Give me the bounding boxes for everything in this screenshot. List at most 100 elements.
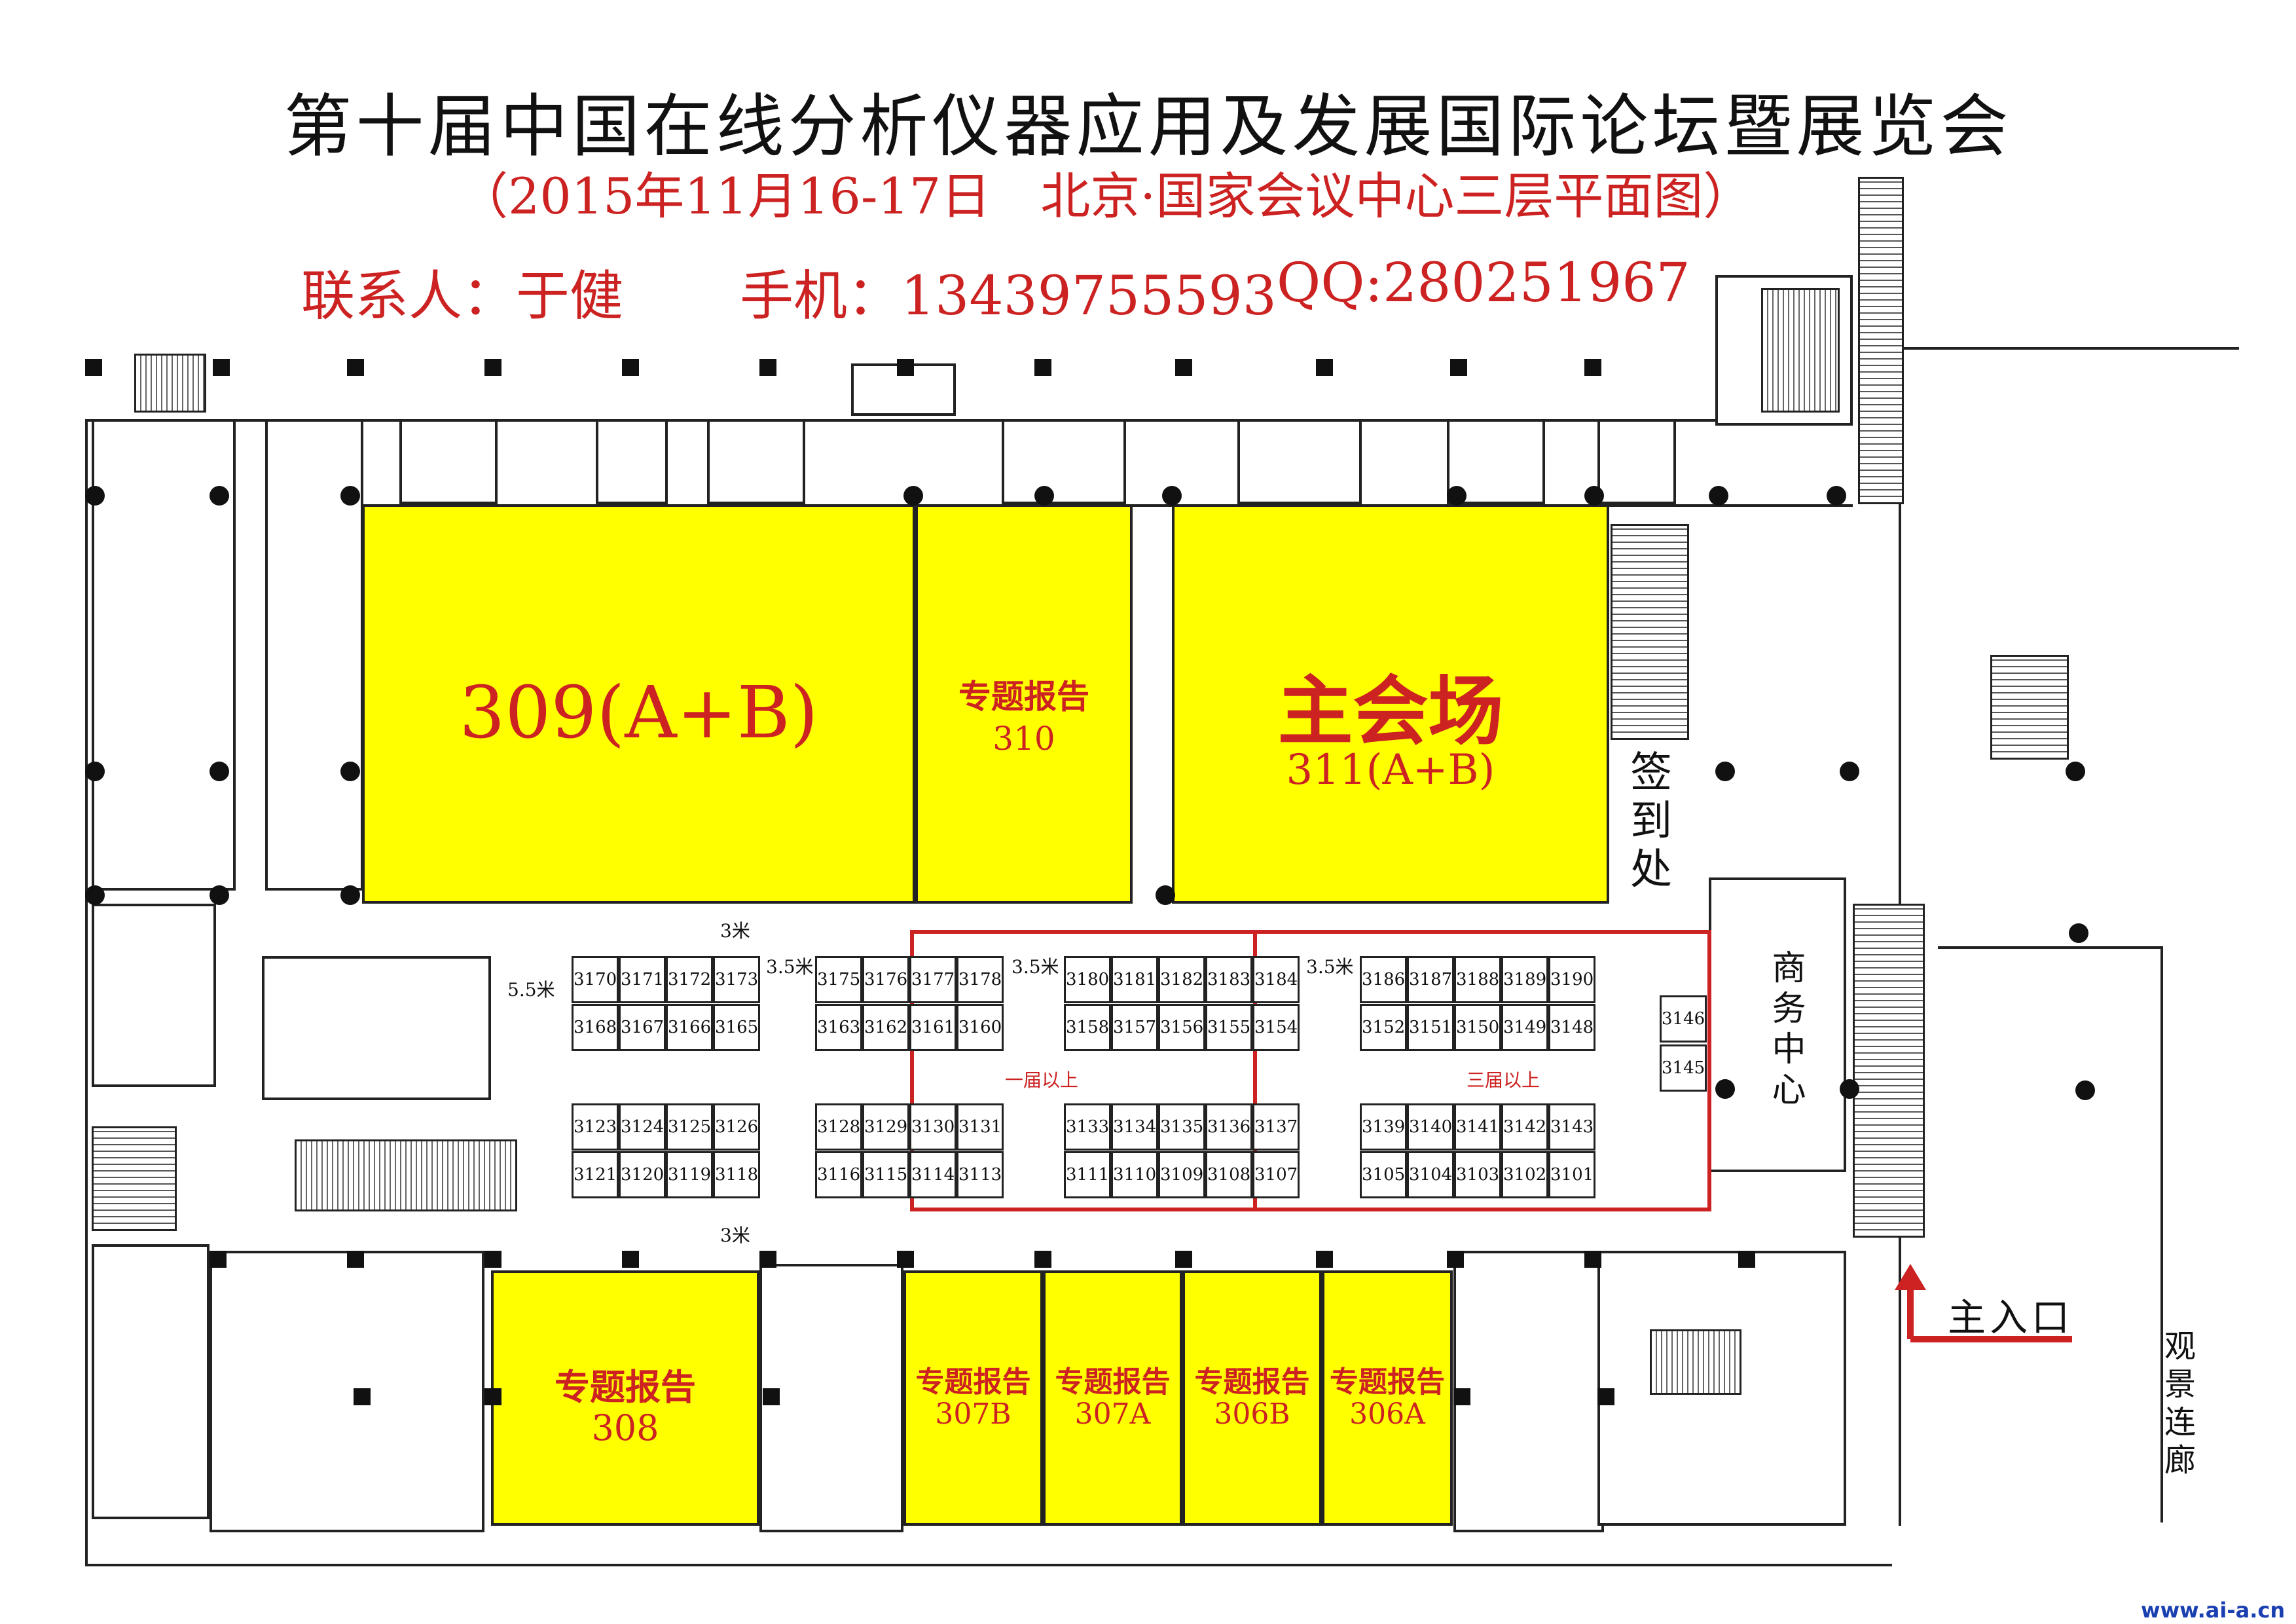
hall-306a[interactable]: 专题报告 306A	[1322, 1270, 1453, 1526]
booth-3130[interactable]: 3130	[909, 1103, 957, 1151]
booth-3131[interactable]: 3131	[957, 1103, 1004, 1151]
booth-3180[interactable]: 3180	[1064, 956, 1111, 1003]
booth-3108[interactable]: 3108	[1205, 1151, 1252, 1198]
booth-3177[interactable]: 3177	[909, 956, 957, 1003]
booth-3175[interactable]: 3175	[815, 956, 862, 1003]
booth-3188[interactable]: 3188	[1454, 956, 1501, 1003]
booth-3154[interactable]: 3154	[1252, 1004, 1300, 1051]
booth-3137[interactable]: 3137	[1252, 1103, 1300, 1151]
booth-3119[interactable]: 3119	[666, 1151, 713, 1198]
booth-3182[interactable]: 3182	[1158, 956, 1205, 1003]
booth-3190[interactable]: 3190	[1548, 956, 1595, 1003]
pillar	[210, 486, 229, 506]
column-square	[210, 1251, 227, 1268]
hall-308[interactable]: 专题报告 308	[491, 1270, 759, 1526]
booth-3165[interactable]: 3165	[713, 1004, 760, 1051]
booth-3116[interactable]: 3116	[815, 1151, 862, 1198]
booth-3183[interactable]: 3183	[1205, 956, 1252, 1003]
booth-3143[interactable]: 3143	[1548, 1103, 1595, 1151]
booth-3103[interactable]: 3103	[1454, 1151, 1501, 1198]
booth-3162[interactable]: 3162	[862, 1004, 909, 1051]
booth-3109[interactable]: 3109	[1158, 1151, 1205, 1198]
booth-3157[interactable]: 3157	[1111, 1004, 1158, 1051]
column-square	[484, 359, 501, 376]
outer-wall-top	[85, 419, 1853, 422]
booth-3126[interactable]: 3126	[713, 1103, 760, 1151]
corridor-wall-3	[1938, 946, 2160, 949]
booth-3148[interactable]: 3148	[1548, 1004, 1595, 1051]
booth-3155[interactable]: 3155	[1205, 1004, 1252, 1051]
hall-308-number: 308	[591, 1407, 659, 1449]
room-top-1	[399, 419, 498, 504]
booth-3184[interactable]: 3184	[1252, 956, 1300, 1003]
dim-3m-top: 3米	[720, 920, 750, 942]
booth-3107[interactable]: 3107	[1252, 1151, 1300, 1198]
booth-3139[interactable]: 3139	[1360, 1103, 1407, 1151]
booth-3125[interactable]: 3125	[666, 1103, 713, 1151]
booth-3168[interactable]: 3168	[572, 1004, 619, 1051]
booth-3140[interactable]: 3140	[1407, 1103, 1454, 1151]
booth-3172[interactable]: 3172	[666, 956, 713, 1003]
booth-3136[interactable]: 3136	[1205, 1103, 1252, 1151]
booth-3101[interactable]: 3101	[1548, 1151, 1595, 1198]
booth-3124[interactable]: 3124	[619, 1103, 666, 1151]
booth-3145[interactable]: 3145	[1660, 1044, 1707, 1092]
outer-wall-left	[85, 419, 88, 1565]
dim-3.5m-c: 3.5米	[1306, 956, 1354, 978]
booth-3121[interactable]: 3121	[572, 1151, 619, 1198]
booth-3181[interactable]: 3181	[1111, 956, 1158, 1003]
hall-310[interactable]: 专题报告 310	[915, 504, 1133, 904]
hall-309[interactable]: 309(A+B)	[362, 504, 915, 904]
hall-307a[interactable]: 专题报告 307A	[1043, 1270, 1182, 1526]
room-top-2	[596, 419, 668, 504]
pillar	[340, 885, 360, 905]
booth-3178[interactable]: 3178	[957, 956, 1004, 1003]
booth-3123[interactable]: 3123	[572, 1103, 619, 1151]
booth-3105[interactable]: 3105	[1360, 1151, 1407, 1198]
hall-311-label: 主会场	[1277, 668, 1504, 756]
booth-3133[interactable]: 3133	[1064, 1103, 1111, 1151]
booth-3158[interactable]: 3158	[1064, 1004, 1111, 1051]
booth-3189[interactable]: 3189	[1501, 956, 1548, 1003]
booth-3114[interactable]: 3114	[909, 1151, 957, 1198]
booth-3173[interactable]: 3173	[713, 956, 760, 1003]
hall-311[interactable]: 主会场 311(A+B)	[1172, 504, 1609, 904]
booth-3118[interactable]: 3118	[713, 1151, 760, 1198]
booth-3163[interactable]: 3163	[815, 1004, 862, 1051]
booth-3110[interactable]: 3110	[1111, 1151, 1158, 1198]
booth-3160[interactable]: 3160	[957, 1004, 1004, 1051]
pillar	[2066, 762, 2085, 781]
room-left-4	[262, 956, 491, 1100]
hall-306b[interactable]: 专题报告 306B	[1182, 1270, 1322, 1526]
booth-3129[interactable]: 3129	[862, 1103, 909, 1151]
booth-3152[interactable]: 3152	[1360, 1004, 1407, 1051]
booth-3146[interactable]: 3146	[1660, 995, 1707, 1043]
booth-3151[interactable]: 3151	[1407, 1004, 1454, 1051]
booth-3187[interactable]: 3187	[1407, 956, 1454, 1003]
booth-3150[interactable]: 3150	[1454, 1004, 1501, 1051]
booth-3166[interactable]: 3166	[666, 1004, 713, 1051]
booth-3141[interactable]: 3141	[1454, 1103, 1501, 1151]
booth-3167[interactable]: 3167	[619, 1004, 666, 1051]
column-square	[1316, 359, 1333, 376]
booth-3171[interactable]: 3171	[619, 956, 666, 1003]
booth-3142[interactable]: 3142	[1501, 1103, 1548, 1151]
booth-3102[interactable]: 3102	[1501, 1151, 1548, 1198]
booth-3113[interactable]: 3113	[957, 1151, 1004, 1198]
booth-3186[interactable]: 3186	[1360, 956, 1407, 1003]
booth-3120[interactable]: 3120	[619, 1151, 666, 1198]
booth-3156[interactable]: 3156	[1158, 1004, 1205, 1051]
booth-3115[interactable]: 3115	[862, 1151, 909, 1198]
booth-3104[interactable]: 3104	[1407, 1151, 1454, 1198]
dim-3.5m-b: 3.5米	[1011, 956, 1059, 978]
booth-3161[interactable]: 3161	[909, 1004, 957, 1051]
booth-3170[interactable]: 3170	[572, 956, 619, 1003]
booth-3176[interactable]: 3176	[862, 956, 909, 1003]
booth-3135[interactable]: 3135	[1158, 1103, 1205, 1151]
column-square	[213, 359, 230, 376]
booth-3128[interactable]: 3128	[815, 1103, 862, 1151]
hall-307b[interactable]: 专题报告 307B	[903, 1270, 1043, 1526]
booth-3111[interactable]: 3111	[1064, 1151, 1111, 1198]
booth-3149[interactable]: 3149	[1501, 1004, 1548, 1051]
booth-3134[interactable]: 3134	[1111, 1103, 1158, 1151]
